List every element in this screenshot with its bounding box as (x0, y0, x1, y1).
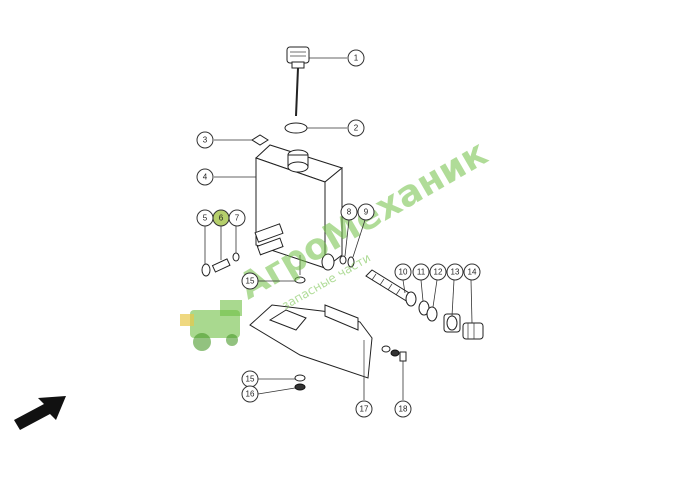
callout-18-label: 18 (399, 405, 408, 414)
direction-arrow-icon (14, 396, 66, 430)
part-cap (286, 46, 310, 117)
callout-7-label: 7 (235, 214, 240, 223)
callout-3: 3 (196, 131, 214, 149)
part-14-nipple (462, 322, 484, 340)
callout-14-label: 14 (468, 268, 477, 277)
callout-15-top: 15 (241, 272, 259, 290)
nut-bottom (294, 383, 306, 391)
part-18-bolt (399, 351, 407, 362)
part-seal-ring (284, 122, 308, 134)
part-18-washer (381, 345, 391, 353)
washer-bottom (294, 374, 306, 382)
callout-5-label: 5 (203, 214, 208, 223)
callout-4-label: 4 (203, 173, 208, 182)
callout-2-label: 2 (354, 124, 359, 133)
callout-1: 1 (347, 49, 365, 67)
part-tank-fittings (254, 223, 301, 275)
callout-7: 7 (228, 209, 246, 227)
leader-lines (204, 57, 473, 400)
callout-11-label: 11 (417, 268, 426, 277)
callout-14: 14 (463, 263, 481, 281)
callout-16-label: 16 (246, 390, 255, 399)
part-label (251, 134, 269, 146)
part-12-ring (426, 306, 438, 322)
callout-9-label: 9 (364, 208, 369, 217)
callout-2: 2 (347, 119, 365, 137)
callout-10-label: 10 (399, 268, 408, 277)
callout-1-label: 1 (354, 54, 359, 63)
callout-17-label: 17 (360, 405, 369, 414)
callout-4: 4 (196, 168, 214, 186)
callout-6: 6 (212, 209, 230, 227)
part-bracket (249, 304, 373, 379)
callout-16: 16 (241, 385, 259, 403)
callout-8-label: 8 (347, 208, 352, 217)
part-filter (365, 269, 417, 307)
tractor-logo-icon (180, 300, 242, 351)
callout-18: 18 (394, 400, 412, 418)
callout-10: 10 (394, 263, 412, 281)
part-8-ring (339, 255, 347, 265)
callout-13-label: 13 (451, 268, 460, 277)
part-9-plug (347, 256, 355, 268)
washer-top (294, 276, 306, 284)
callout-15-bottom: 15 (241, 370, 259, 388)
callout-15-top-label: 15 (246, 277, 255, 286)
callout-17: 17 (355, 400, 373, 418)
callout-11: 11 (412, 263, 430, 281)
callout-3-label: 3 (203, 136, 208, 145)
callout-6-label: 6 (219, 214, 224, 223)
callout-12: 12 (429, 263, 447, 281)
part-small-fittings (201, 252, 240, 277)
part-13-union (443, 313, 461, 333)
callout-12-label: 12 (434, 268, 443, 277)
callout-5: 5 (196, 209, 214, 227)
callout-15-bottom-label: 15 (246, 375, 255, 384)
callout-8: 8 (340, 203, 358, 221)
callout-13: 13 (446, 263, 464, 281)
part-18-nut (390, 349, 400, 357)
callout-9: 9 (357, 203, 375, 221)
